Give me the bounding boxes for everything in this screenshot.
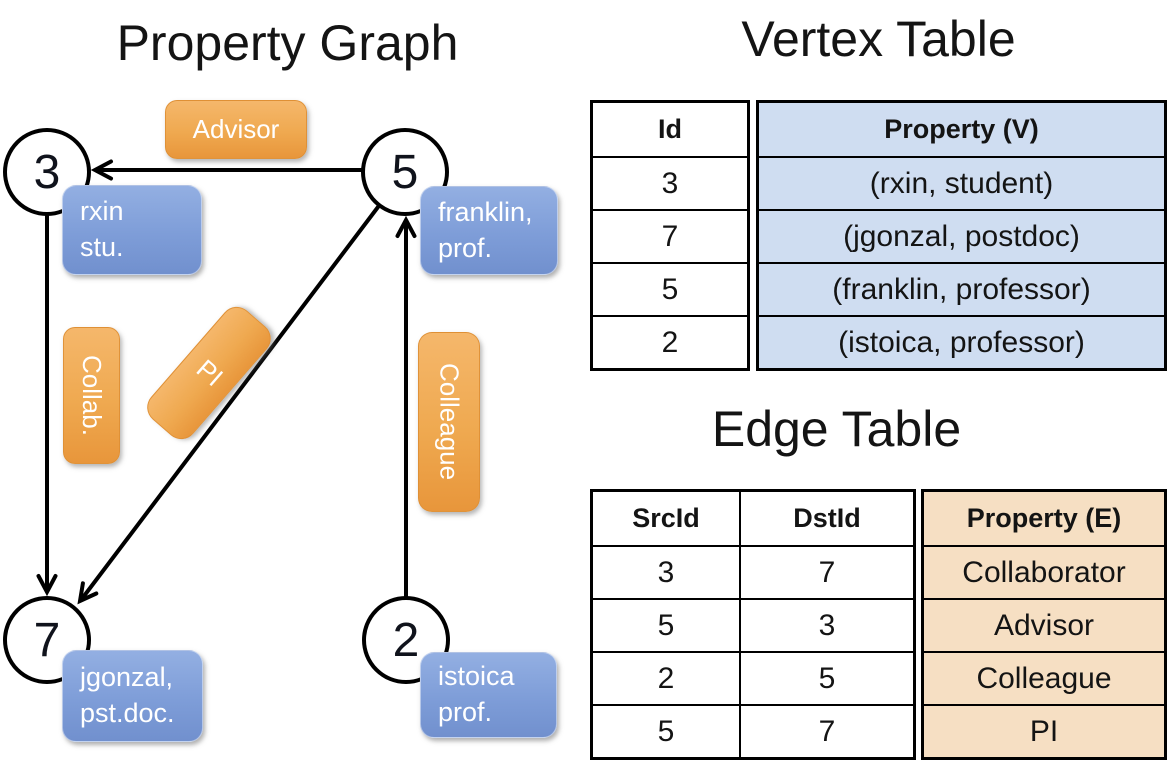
edge-table-property-header: Property (E) (924, 492, 1164, 545)
table-cell: 5 (593, 262, 747, 315)
table-cell: (franklin, professor) (759, 262, 1164, 315)
table-cell: Advisor (924, 598, 1164, 651)
graph-edges (36, 159, 417, 605)
node-5-property-box: franklin, prof. (420, 186, 558, 275)
node-2-property-line1: istoica (438, 661, 515, 692)
node-5-property-line2: prof. (438, 232, 493, 263)
vertex-table-property-header: Property (V) (759, 103, 1164, 156)
node-3-property-line2: stu. (80, 232, 124, 262)
edge-colleague-arrowhead (395, 215, 417, 238)
graph-node-5-id: 5 (391, 145, 419, 199)
table-row: 5 3 (593, 598, 913, 651)
graph-node-7-id: 7 (33, 613, 61, 667)
table-cell: 3 (593, 547, 741, 598)
table-cell: 3 (818, 608, 836, 642)
vertex-table-property-column: Property (V) (rxin, student) (jgonzal, p… (756, 100, 1167, 371)
table-cell: (istoica, professor) (759, 315, 1164, 368)
edge-advisor-arrowhead (90, 159, 113, 181)
node-3-property-line1: rxin (80, 196, 124, 227)
edge-collab-arrowhead (36, 574, 58, 597)
table-cell: 7 (593, 209, 747, 262)
edge-table-property-column: Property (E) Collaborator Advisor Collea… (921, 489, 1167, 760)
vertex-table: Id 3 7 5 2 Property (V) (rxin, student) … (590, 100, 1167, 371)
table-cell: 5 (593, 706, 741, 757)
edge-table-title: Edge Table (711, 401, 962, 457)
edge-label-pi-text: PI (190, 353, 229, 393)
table-cell: (jgonzal, postdoc) (759, 209, 1164, 262)
table-row: 2 5 (593, 651, 913, 704)
table-cell: 3 (593, 156, 747, 209)
table-cell: Colleague (924, 651, 1164, 704)
node-3-property-box: rxin stu. (62, 185, 202, 275)
edge-table-src-header: SrcId (593, 492, 741, 545)
table-cell: 5 (593, 600, 741, 651)
table-row: 5 7 (593, 704, 913, 757)
node-7-property-line1: jgonzal, (80, 662, 174, 693)
edge-label-collab: Collab. (63, 327, 120, 464)
edge-label-colleague: Colleague (418, 332, 480, 512)
table-header-row: SrcId DstId (593, 492, 913, 545)
table-cell: 7 (818, 714, 836, 748)
vertex-table-id-header: Id (658, 114, 682, 144)
vertex-table-title: Vertex Table (741, 11, 1016, 67)
table-cell: 7 (818, 555, 836, 589)
graph-node-3-id: 3 (33, 145, 61, 199)
graph-node-2-id: 2 (392, 613, 420, 667)
node-7-property-line2: pst.doc. (80, 698, 175, 728)
table-row: 3 7 (593, 545, 913, 598)
node-2-property-line2: prof. (438, 697, 493, 727)
edge-table: SrcId DstId 3 7 5 3 2 5 (590, 489, 1167, 760)
edge-pi-arrowhead (77, 581, 99, 605)
table-cell: Collaborator (924, 545, 1164, 598)
table-cell: 2 (593, 653, 741, 704)
node-7-property-box: jgonzal, pst.doc. (62, 650, 203, 742)
edge-label-colleague-text: Colleague (434, 363, 465, 481)
table-cell: 2 (593, 315, 747, 368)
table-cell: (rxin, student) (759, 156, 1164, 209)
table-cell: 5 (818, 661, 836, 695)
property-graph-title: Property Graph (116, 15, 459, 71)
graph-node-2: 2 (362, 596, 450, 684)
edge-table-src-dst-columns: SrcId DstId 3 7 5 3 2 5 (590, 489, 916, 760)
edge-table-dst-header: DstId (793, 503, 861, 533)
edge-label-advisor-text: Advisor (192, 114, 280, 144)
vertex-table-id-column: Id 3 7 5 2 (590, 100, 750, 371)
edge-pi-line (79, 205, 380, 602)
table-cell: PI (924, 704, 1164, 757)
node-5-property-line1: franklin, (438, 196, 533, 227)
edge-label-collab-text: Collab. (77, 355, 107, 436)
edge-label-advisor: Advisor (165, 100, 307, 159)
node-2-property-box: istoica prof. (420, 652, 557, 738)
